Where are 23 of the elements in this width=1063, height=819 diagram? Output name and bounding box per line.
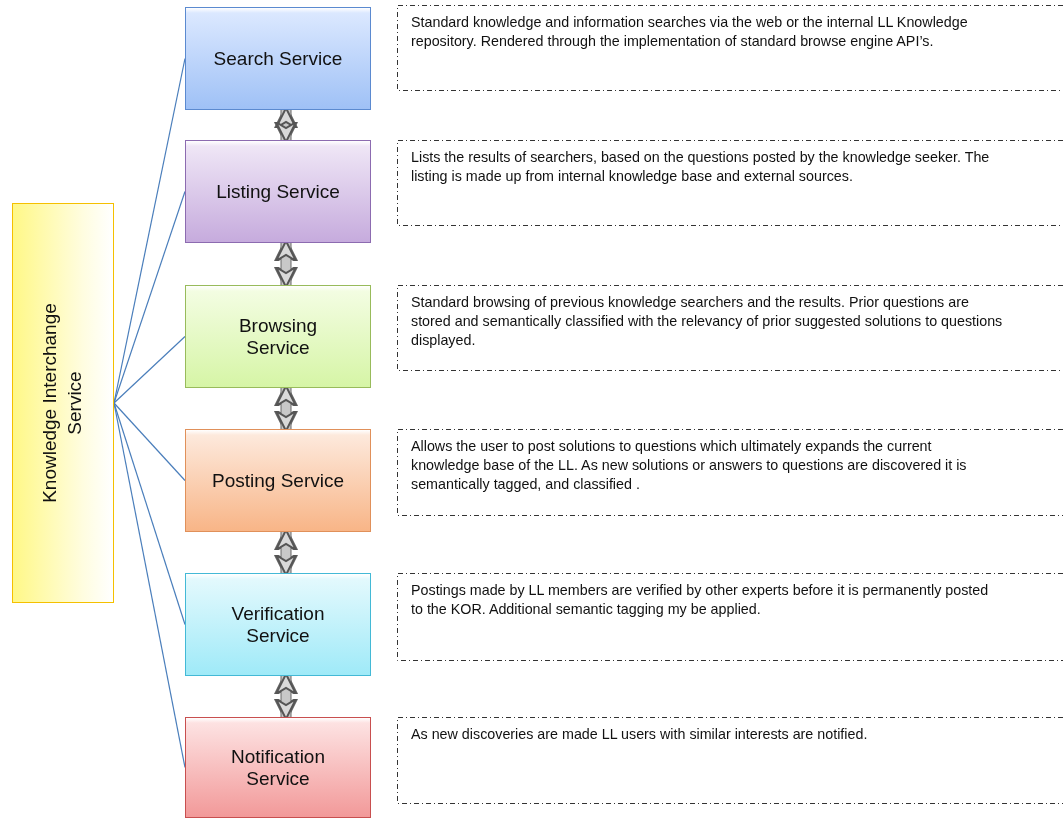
description-box: [397, 5, 1063, 91]
service-box: Listing Service: [185, 140, 371, 243]
description-box: [397, 717, 1063, 804]
description-text: Lists the results of searchers, based on the questions posted by the knowledge seeker. The listing is made up from internal knowledge base and external sources.: [411, 148, 991, 186]
description-text: As new discoveries are made LL users with similar interests are notified.: [411, 725, 869, 744]
description-box: [397, 573, 1063, 661]
description-text: Postings made by LL members are verified by other experts before it is permanently posted to the KOR. Additional semantic tagging my be applied.: [411, 581, 990, 619]
box-label: Knowledge Interchange Service: [38, 303, 86, 503]
description-text: Standard knowledge and information searches via the web or the internal LL Knowledge repository. Rendered through the implementation of standard browse engine API’s.: [411, 13, 969, 51]
connector-line: [113, 402, 186, 482]
connector-line: [113, 335, 186, 404]
description-text: Standard browsing of previous knowledge searchers and the results. Prior questions are stored and semantically classified with the relevancy of prior suggested solutions to questions displayed.: [411, 293, 1003, 350]
description-text: Allows the user to post solutions to questions which ultimately expands the current knowledge base of the LL. As new solutions or answers to questions are discovered it is semantically tagged, and classified .: [411, 437, 968, 494]
service-box: Browsing Service: [185, 285, 371, 388]
connector-line: [113, 190, 186, 404]
description-box: [397, 285, 1063, 371]
service-box: Posting Service: [185, 429, 371, 532]
service-box: Verification Service: [185, 573, 371, 676]
service-box: [12, 203, 114, 603]
description-box: [397, 429, 1063, 516]
service-box: Search Service: [185, 7, 371, 110]
description-box: [397, 140, 1063, 226]
service-box: Notification Service: [185, 717, 371, 818]
